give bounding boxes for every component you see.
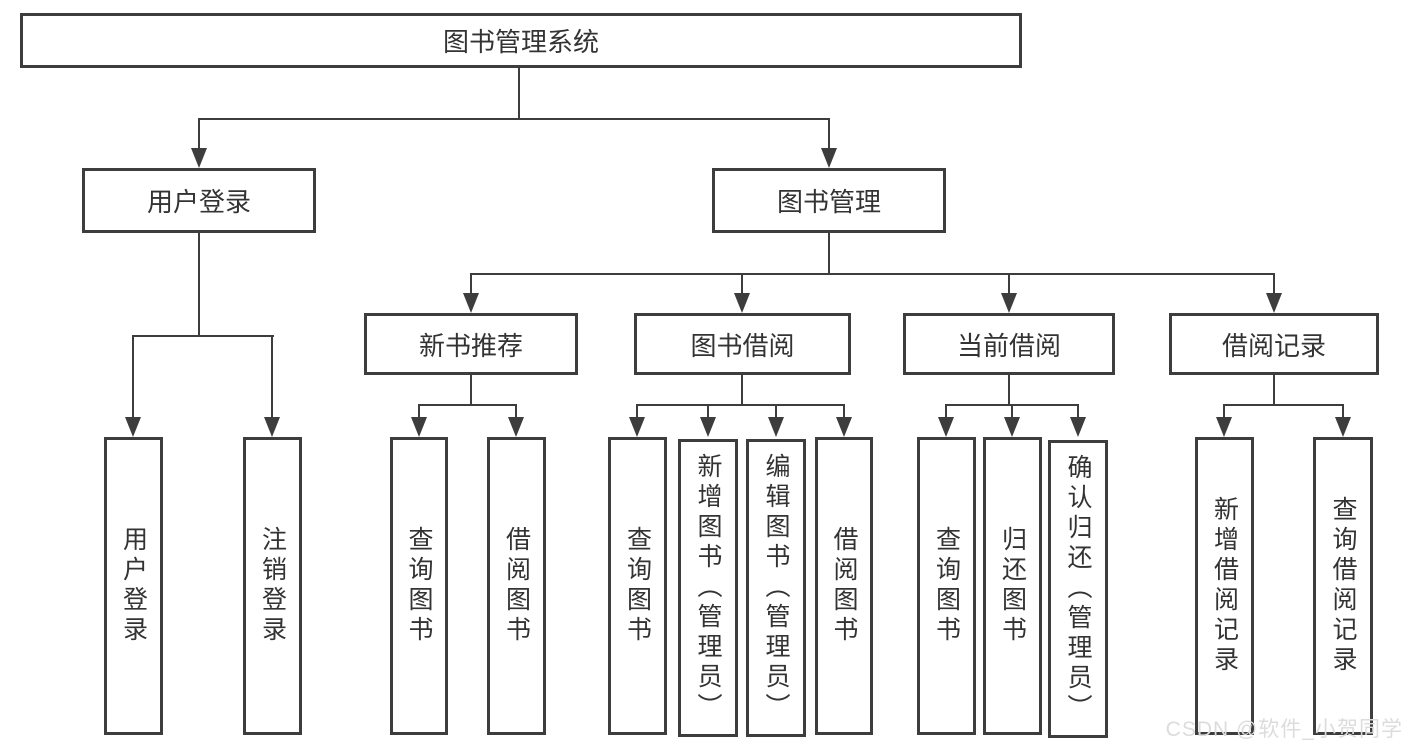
connector-drop (470, 273, 472, 295)
arrow-down-icon (1070, 417, 1086, 437)
arrow-down-icon (1335, 417, 1351, 437)
leaf-label: 借阅图书 (830, 526, 858, 646)
connector-drop (1223, 404, 1225, 419)
connector-root-split (198, 118, 830, 120)
connector-book-management-trunk (828, 233, 830, 275)
connector-drop (1273, 273, 1275, 295)
leaf-label: 查询图书 (932, 526, 961, 646)
connector-user-login-trunk (198, 233, 200, 337)
connector-user-login-split (132, 335, 274, 337)
leaf-return-books: 归还图书 (983, 437, 1042, 735)
connector-borrowing-split (636, 404, 844, 406)
leaf-label: 查询图书 (405, 526, 433, 646)
leaf-add-books-admin: 新增图书（管理员） (678, 439, 738, 737)
leaf-query-borrow-record: 查询借阅记录 (1313, 437, 1373, 735)
node-label: 用户登录 (146, 187, 251, 217)
connector-drop (271, 335, 273, 419)
node-book-borrowing: 图书借阅 (634, 313, 851, 375)
node-borrowing-records: 借阅记录 (1169, 313, 1379, 375)
node-current-borrowing: 当前借阅 (903, 313, 1115, 375)
arrow-down-icon (191, 148, 207, 168)
leaf-query-books-borrowing: 查询图书 (608, 437, 667, 735)
connector-drop (132, 335, 134, 419)
connector-records-split (1223, 404, 1343, 406)
connector-drop (1008, 273, 1010, 295)
arrow-down-icon (1004, 417, 1020, 437)
node-label: 图书借阅 (690, 330, 795, 361)
connector-drop (707, 404, 709, 419)
node-library-management-system: 图书管理系统 (20, 13, 1022, 68)
connector-drop (1342, 404, 1344, 419)
leaf-label: 借阅图书 (502, 526, 531, 646)
leaf-query-books-current: 查询图书 (917, 437, 976, 735)
leaf-query-books-recommend: 查询图书 (390, 437, 448, 735)
connector-drop (1011, 404, 1013, 419)
node-label: 图书管理 (776, 187, 881, 217)
csdn-watermark: CSDN @软件_小贺同学 (1165, 718, 1403, 741)
connector-root-trunk (518, 68, 520, 119)
connector-borrowing-trunk (741, 375, 743, 406)
leaf-user-login: 用户登录 (104, 437, 163, 735)
arrow-down-icon (125, 417, 141, 437)
arrow-down-icon (411, 417, 427, 437)
connector-drop (945, 404, 947, 419)
connector-drop (775, 404, 777, 419)
arrow-down-icon (1266, 293, 1282, 313)
leaf-label: 归还图书 (998, 526, 1027, 646)
connector-drop (636, 404, 638, 419)
leaf-confirm-return-admin: 确认归还（管理员） (1048, 440, 1108, 738)
leaf-label: 用户登录 (119, 526, 148, 646)
node-new-book-recommendation: 新书推荐 (364, 313, 578, 375)
connector-new-book-split (418, 404, 517, 406)
arrow-down-icon (700, 417, 716, 437)
leaf-label: 新增图书（管理员） (694, 453, 722, 723)
leaf-label: 编辑图书（管理员） (762, 453, 790, 723)
arrow-down-icon (836, 417, 852, 437)
connector-records-trunk (1273, 375, 1275, 406)
connector-drop (515, 404, 517, 419)
node-label: 新书推荐 (418, 330, 523, 361)
connector-drop (1077, 404, 1079, 419)
node-label: 借阅记录 (1221, 330, 1326, 361)
arrow-down-icon (463, 293, 479, 313)
leaf-add-borrow-record: 新增借阅记录 (1195, 437, 1254, 735)
connector-drop (828, 118, 830, 150)
leaf-edit-books-admin: 编辑图书（管理员） (746, 439, 806, 737)
leaf-logout: 注销登录 (243, 437, 302, 735)
leaf-borrow-books: 借阅图书 (815, 437, 873, 735)
connector-drop (418, 404, 420, 419)
connector-new-book-trunk (470, 375, 472, 406)
leaf-label: 注销登录 (258, 526, 287, 646)
node-user-login: 用户登录 (82, 168, 316, 233)
leaf-label: 查询图书 (623, 526, 652, 646)
leaf-label: 新增借阅记录 (1210, 496, 1239, 676)
node-label: 图书管理系统 (442, 27, 599, 57)
connector-drop (198, 118, 200, 150)
node-book-management: 图书管理 (712, 168, 946, 233)
arrow-down-icon (821, 148, 837, 168)
connector-current-trunk (1008, 375, 1010, 406)
arrow-down-icon (1001, 293, 1017, 313)
leaf-label: 查询借阅记录 (1329, 496, 1357, 676)
arrow-down-icon (938, 417, 954, 437)
leaf-label: 确认归还（管理员） (1064, 454, 1092, 724)
leaf-borrow-books-recommend: 借阅图书 (487, 437, 546, 735)
connector-drop (741, 273, 743, 295)
arrow-down-icon (264, 417, 280, 437)
connector-book-management-split (470, 273, 1274, 275)
arrow-down-icon (768, 417, 784, 437)
arrow-down-icon (629, 417, 645, 437)
node-label: 当前借阅 (956, 330, 1061, 361)
arrow-down-icon (1216, 417, 1232, 437)
connector-drop (843, 404, 845, 419)
arrow-down-icon (508, 417, 524, 437)
arrow-down-icon (734, 293, 750, 313)
